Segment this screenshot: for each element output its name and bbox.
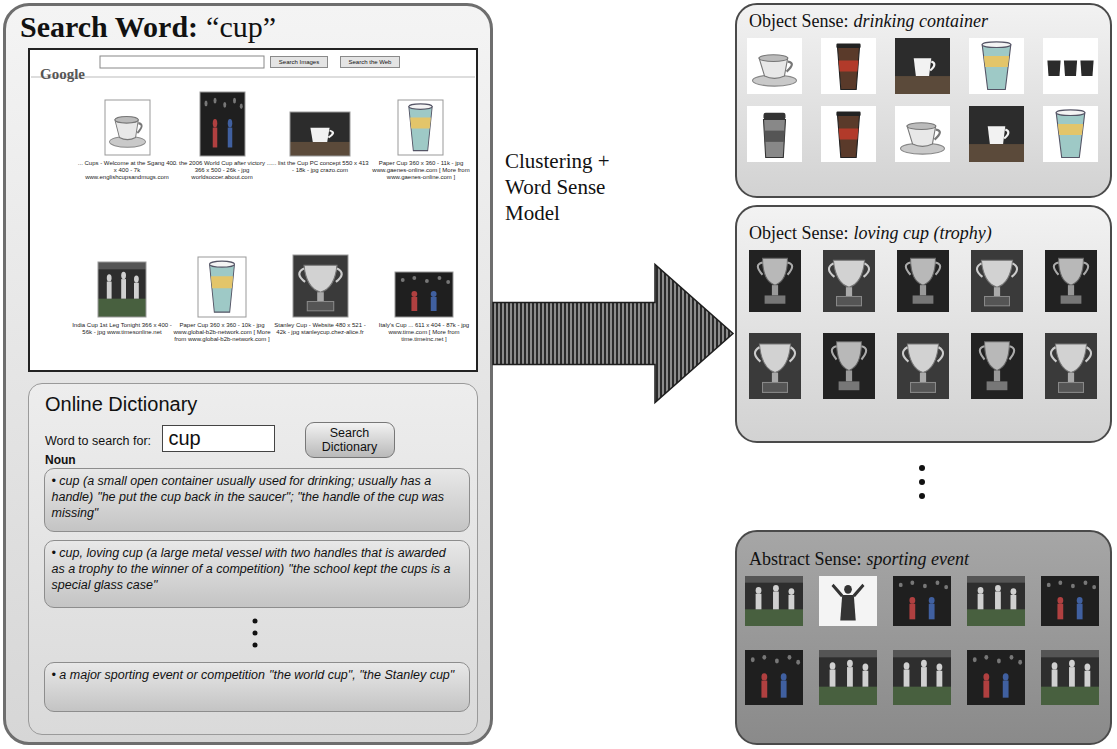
result-caption: ... the 2006 World Cup after victory ...… <box>172 160 272 181</box>
flow-arrow <box>493 265 733 403</box>
definition-box: • cup, loving cup (a large metal vessel … <box>44 540 470 608</box>
field-label: Word to search for: <box>45 434 461 449</box>
search-button: Search Dictionary <box>305 422 395 458</box>
ellipsis-dot <box>919 493 925 499</box>
search-button: Search the Web <box>340 56 400 68</box>
label-slot: ... list the Cup PC concept 550 x 413 - … <box>270 160 370 174</box>
part-of-speech: Noun <box>45 453 461 467</box>
label-slot: ... the 2006 World Cup after victory ...… <box>172 160 272 181</box>
sense-cluster-box: Object Sense:drinking container <box>735 3 1112 198</box>
search-button: Search Images <box>270 56 328 68</box>
result-caption: ... list the Cup PC concept 550 x 413 - … <box>270 160 370 174</box>
search-panel: Search Word:“cup”GoogleSearch ImagesSear… <box>3 3 493 745</box>
label-slot: Italy's Cup ... 611 x 404 - 87k - jpg ww… <box>374 322 474 343</box>
button-label: Search Images <box>279 59 319 65</box>
panel-title: Online Dictionary <box>45 392 461 416</box>
label-slot: India Cup 1st Leg Tonight 366 x 400 - 56… <box>72 322 172 336</box>
result-caption: ... Cups - Welcome at the Sgang 400 x 40… <box>77 160 177 181</box>
definition-text: • a major sporting event or competition <box>52 668 266 682</box>
ellipsis-dot <box>919 479 925 485</box>
result-caption: Italy's Cup ... 611 x 404 - 87k - jpg ww… <box>374 322 474 343</box>
process-label: Clustering + Word Sense Model <box>505 148 640 226</box>
search-input: cup <box>162 425 275 452</box>
sense-name: loving cup (trophy) <box>853 223 991 243</box>
label-slot: Stanley Cup - Website 480 x 521 - 42k - … <box>270 322 370 336</box>
button-label: Search the Web <box>349 59 392 65</box>
input-value: cup <box>169 427 201 449</box>
result-caption: Stanley Cup - Website 480 x 521 - 42k - … <box>270 322 370 336</box>
result-caption: India Cup 1st Leg Tonight 366 x 400 - 56… <box>72 322 172 336</box>
definition-box: • a major sporting event or competition"… <box>44 662 470 712</box>
result-caption: Paper Cup 360 x 360 - 10k - jpg www.glob… <box>172 322 272 343</box>
button-label: Search Dictionary <box>312 426 388 454</box>
label-slot: Clustering + Word Sense Model <box>505 148 640 226</box>
sense-name: drinking container <box>853 11 987 31</box>
example-text: "the world cup", "the Stanley cup" <box>269 668 454 682</box>
sense-cluster-box: Object Sense:loving cup (trophy) <box>735 205 1112 443</box>
sense-type: Abstract Sense: <box>749 549 861 569</box>
result-caption: Paper Cup 360 x 360 - 11k - jpg www.gaen… <box>371 160 471 181</box>
sense-cluster-box: Abstract Sense:sporting event <box>735 530 1112 745</box>
definition-box: • cup (a small open container usually us… <box>44 468 470 532</box>
example-text: "he put the cup back in the saucer"; "th… <box>52 490 445 520</box>
logo-text: Google <box>40 65 85 83</box>
sense-type: Object Sense: <box>749 11 848 31</box>
sense-name: sporting event <box>866 549 968 569</box>
label-slot: Paper Cup 360 x 360 - 11k - jpg www.gaen… <box>371 160 471 181</box>
panel-title: Search Word: <box>20 10 198 43</box>
search-term: “cup” <box>206 10 276 43</box>
sense-type: Object Sense: <box>749 223 848 243</box>
label-slot: Paper Cup 360 x 360 - 10k - jpg www.glob… <box>172 322 272 343</box>
label-slot: ... Cups - Welcome at the Sgang 400 x 40… <box>77 160 177 181</box>
dictionary-panel: Online DictionaryWord to search for: Noun… <box>28 383 478 735</box>
ellipsis-dot <box>919 465 925 471</box>
